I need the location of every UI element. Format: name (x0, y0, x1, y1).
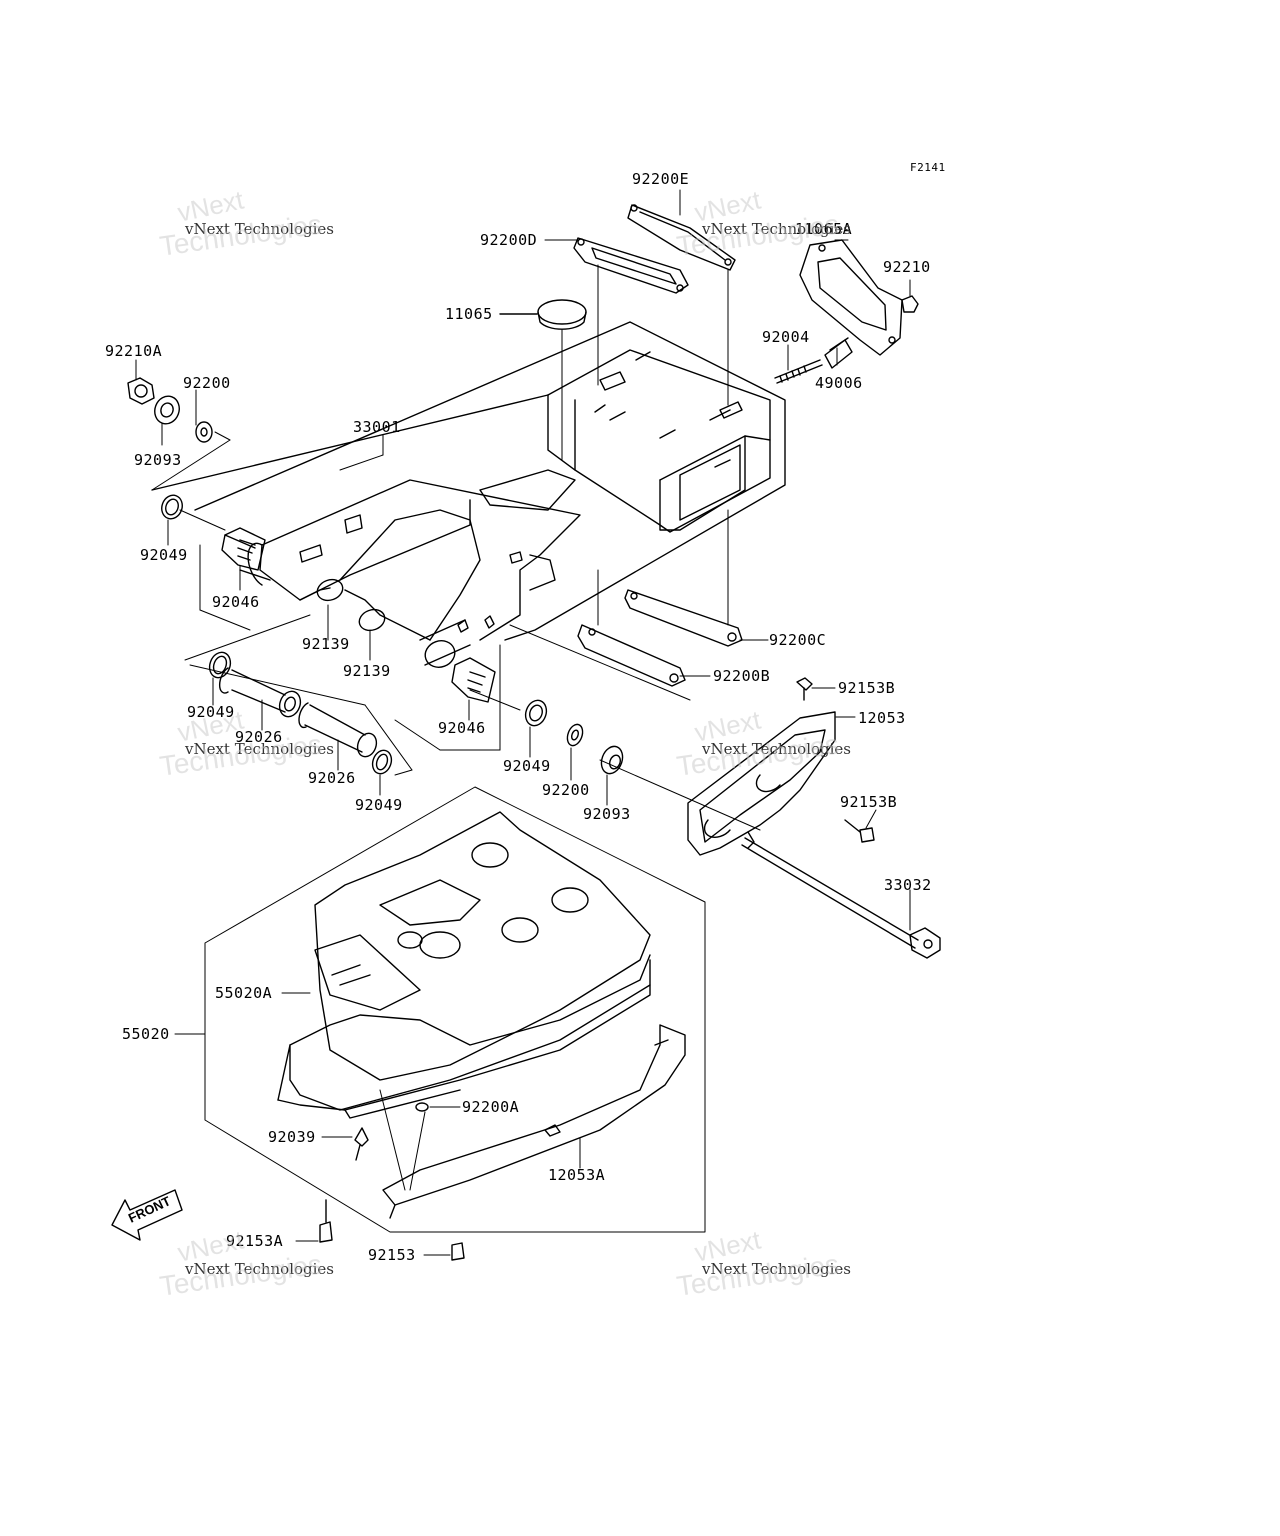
figure-code: F2141 (910, 161, 946, 174)
part-label-92200-mid: 92200 (542, 781, 590, 799)
rivet-92039 (354, 1127, 369, 1161)
part-label-12053: 12053 (858, 709, 906, 727)
part-label-49006: 49006 (815, 374, 863, 392)
plate-11065A (799, 239, 903, 356)
part-label-92093-top: 92093 (134, 451, 182, 469)
part-label-92049-a: 92049 (140, 546, 188, 564)
part-label-92210: 92210 (883, 258, 931, 276)
seal-92049-d (524, 699, 548, 727)
part-label-92004: 92004 (762, 328, 810, 346)
bearing-92046-b (451, 657, 496, 703)
part-label-92200-top: 92200 (183, 374, 231, 392)
seal-92049-b (208, 651, 232, 679)
plate-92200E (627, 204, 736, 271)
part-label-11065A: 11065A (795, 220, 853, 238)
collar-92026-b (298, 702, 378, 758)
plate-92200C (624, 589, 743, 647)
part-label-92153: 92153 (368, 1246, 416, 1264)
collar-92026-a (218, 667, 302, 718)
part-label-92200E: 92200E (632, 170, 690, 188)
stud-92004 (774, 359, 823, 384)
washer-92200-mid (566, 723, 584, 747)
nut-92210 (901, 295, 919, 313)
part-label-55020A: 55020A (215, 984, 273, 1002)
skid-plate-55020 (204, 786, 706, 1233)
part-label-92093-mid: 92093 (583, 805, 631, 823)
washer-92200-top (195, 421, 213, 443)
washer-92093-mid (600, 745, 624, 775)
washer-92093-top (154, 395, 180, 425)
part-label-92153B-a: 92153B (838, 679, 896, 697)
bolt-92153A (319, 1199, 333, 1243)
part-label-92200C: 92200C (769, 631, 827, 649)
guide-12053 (687, 711, 836, 856)
bolt-92153B-a (796, 677, 813, 701)
bolt-92153B-b (844, 819, 875, 843)
swingarm-33001 (151, 321, 786, 668)
part-label-92046-a: 92046 (212, 593, 260, 611)
bolt-92153 (451, 1242, 465, 1261)
part-label-92049-c: 92049 (355, 796, 403, 814)
plate-92200D (573, 237, 689, 294)
part-label-92139-b: 92139 (343, 662, 391, 680)
axle-33032 (741, 831, 941, 959)
part-label-92210A: 92210A (105, 342, 163, 360)
part-label-33001: 33001 (353, 418, 401, 436)
plate-92200B (577, 624, 686, 687)
part-label-12053A: 12053A (548, 1166, 606, 1184)
seal-92049-c (371, 749, 393, 775)
part-label-92139-a: 92139 (302, 635, 350, 653)
cap-11065 (499, 299, 587, 330)
part-label-92200D: 92200D (480, 231, 538, 249)
grommet-49006 (824, 337, 853, 369)
part-label-92153B-b: 92153B (840, 793, 898, 811)
skid-guard-12053A (382, 1024, 686, 1219)
washer-92200A (415, 1102, 429, 1112)
front-arrow (111, 1189, 183, 1241)
part-label-92049-d: 92049 (503, 757, 551, 775)
part-label-92039: 92039 (268, 1128, 316, 1146)
part-label-55020: 55020 (122, 1025, 170, 1043)
part-label-92200A: 92200A (462, 1098, 520, 1116)
label-leaders (135, 189, 911, 1256)
part-label-92046-b: 92046 (438, 719, 486, 737)
part-label-92026-b: 92026 (308, 769, 356, 787)
bearing-92046-a (221, 527, 266, 571)
part-label-92026-a: 92026 (235, 728, 283, 746)
part-label-33032: 33032 (884, 876, 932, 894)
part-label-92153A: 92153A (226, 1232, 284, 1250)
leader-lines (151, 264, 761, 831)
part-label-11065: 11065 (445, 305, 493, 323)
seal-92049-a (161, 494, 183, 520)
part-label-92049-b: 92049 (187, 703, 235, 721)
part-label-92200B: 92200B (713, 667, 771, 685)
nut-92210A (127, 377, 155, 405)
